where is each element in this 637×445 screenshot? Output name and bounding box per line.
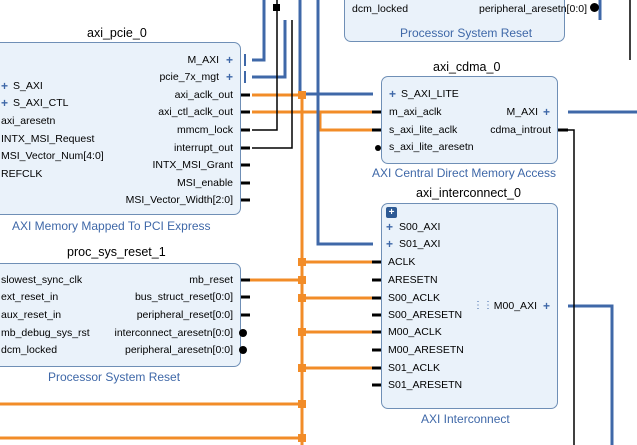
cdma-port-m-axi-aclk[interactable]: m_axi_aclk [389, 106, 442, 118]
interconnect-port-m00-aresetn[interactable]: M00_ARESETN [388, 344, 464, 356]
bus-pin-icon [244, 54, 246, 66]
interconnect-port-aresetn[interactable]: ARESETN [388, 274, 438, 286]
cdma-port-cdma-introut[interactable]: cdma_introut [490, 124, 551, 136]
pcie-port-msi-enable[interactable]: MSI_enable [176, 177, 233, 189]
interconnect-port-m00-aclk[interactable]: M00_ACLK [388, 326, 442, 338]
bus-net [252, 20, 287, 79]
interconnect-port-s01-aresetn[interactable]: S01_ARESETN [388, 379, 463, 391]
port-pin-icon [590, 3, 599, 12]
port-pin-icon [375, 145, 381, 151]
pcie-port-pcie-7x-mgt[interactable]: pcie_7x_mgt [159, 71, 219, 83]
pcie-port-axi-aresetn[interactable]: axi_aresetn [1, 115, 56, 127]
pcie-port-mmcm-lock[interactable]: mmcm_lock [176, 124, 233, 136]
expand-plus-icon[interactable]: + [543, 105, 551, 119]
cdma-port-m-axi[interactable]: M_AXI [506, 106, 538, 118]
bus-net [316, 0, 373, 246]
pcie-port-axi-ctl-aclk-out[interactable]: axi_ctl_aclk_out [158, 106, 233, 118]
top-reset-block[interactable] [344, 0, 565, 42]
top-block-title: Processor System Reset [400, 26, 533, 40]
interconnect-port-s00-aresetn[interactable]: S00_ARESETN [388, 309, 463, 321]
expand-plus-icon[interactable]: + [226, 70, 234, 84]
interconnect-port-s00-axi[interactable]: S00_AXI [399, 221, 441, 233]
reset-port-aux-reset-in[interactable]: aux_reset_in [1, 309, 62, 321]
pcie-port-s-axi[interactable]: S_AXI [13, 80, 43, 92]
cdma-port-s-axi-lite-aclk[interactable]: s_axi_lite_aclk [389, 124, 458, 136]
reset-port-peripheral-reset[interactable]: peripheral_reset[0:0] [136, 309, 233, 321]
expand-plus-icon[interactable]: + [386, 237, 394, 251]
expand-plus-icon[interactable]: + [389, 87, 397, 101]
interconnect-block-title: AXI Interconnect [421, 412, 510, 426]
pcie-port-m-axi[interactable]: M_AXI [187, 54, 219, 66]
expand-plus-icon[interactable]: + [543, 299, 551, 313]
pcie-block-title: AXI Memory Mapped To PCI Express [12, 219, 211, 233]
pcie-block[interactable] [0, 42, 241, 215]
reset-port-slowest-sync-clk[interactable]: slowest_sync_clk [1, 274, 83, 286]
top-port-peripheral-aresetn: peripheral_aresetn[0:0] [479, 3, 587, 15]
reset-block[interactable] [0, 263, 241, 367]
pcie-port-msi-vector-width[interactable]: MSI_Vector_Width[2:0] [125, 194, 233, 206]
cdma-port-s-axi-lite[interactable]: S_AXI_LITE [401, 88, 459, 100]
cdma-port-s-axi-lite-aresetn[interactable]: s_axi_lite_aresetn [389, 141, 474, 153]
pcie-instance-name: axi_pcie_0 [87, 26, 147, 40]
reset-port-mb-debug-sys-rst[interactable]: mb_debug_sys_rst [1, 327, 90, 339]
reset-port-interconnect-aresetn[interactable]: interconnect_aresetn[0:0] [114, 327, 234, 339]
interconnect-port-m00-axi[interactable]: M00_AXI [493, 300, 537, 312]
pcie-port-axi-aclk-out[interactable]: axi_aclk_out [174, 89, 233, 101]
interconnect-port-s01-axi[interactable]: S01_AXI [399, 238, 441, 250]
interconnect-port-s01-aclk[interactable]: S01_ACLK [388, 362, 440, 374]
reset-port-mb-reset[interactable]: mb_reset [189, 274, 233, 286]
clock-net [252, 110, 373, 132]
bus-net [568, 304, 614, 445]
interconnect-port-aclk[interactable]: ACLK [388, 256, 416, 268]
reset-port-bus-struct-reset[interactable]: bus_struct_reset[0:0] [134, 291, 233, 303]
pcie-port-intx-msi-grant[interactable]: INTX_MSI_Grant [152, 159, 233, 171]
pcie-port-intx-msi-request[interactable]: INTX_MSI_Request [1, 133, 95, 145]
port-pin-icon [239, 329, 247, 337]
reset-block-title: Processor System Reset [48, 370, 181, 384]
interconnect-instance-name: axi_interconnect_0 [416, 186, 521, 200]
reset-port-peripheral-aresetn[interactable]: peripheral_aresetn[0:0] [125, 344, 233, 356]
reset-port-dcm-locked[interactable]: dcm_locked [1, 344, 58, 356]
interconnect-block[interactable] [381, 203, 558, 409]
cdma-instance-name: axi_cdma_0 [433, 60, 501, 74]
bus-net [252, 0, 266, 62]
port-pin-icon [239, 346, 247, 354]
net [252, 0, 278, 131]
expand-hierarchy-icon[interactable]: + [386, 207, 397, 218]
top-port-dcm-locked: dcm_locked [352, 3, 409, 15]
bus-connector-icon: ⋮⋮ [473, 300, 493, 311]
pcie-port-refclk[interactable]: REFCLK [1, 168, 43, 180]
reset-port-ext-reset-in[interactable]: ext_reset_in [1, 291, 59, 303]
expand-plus-icon[interactable]: + [1, 79, 9, 93]
cdma-block[interactable] [381, 76, 558, 164]
pcie-port-s-axi-ctl[interactable]: S_AXI_CTL [13, 97, 69, 109]
reset-instance-name: proc_sys_reset_1 [67, 245, 166, 259]
interconnect-port-s00-aclk[interactable]: S00_ACLK [388, 292, 440, 304]
expand-plus-icon[interactable]: + [1, 96, 9, 110]
net [252, 20, 293, 149]
pcie-port-interrupt-out[interactable]: interrupt_out [174, 142, 233, 154]
bus-pin-icon [244, 71, 246, 83]
expand-plus-icon[interactable]: + [386, 220, 394, 234]
cdma-block-title: AXI Central Direct Memory Access [372, 166, 557, 180]
expand-plus-icon[interactable]: + [226, 53, 234, 67]
pcie-port-msi-vector-num[interactable]: MSI_Vector_Num[4:0] [1, 150, 104, 162]
